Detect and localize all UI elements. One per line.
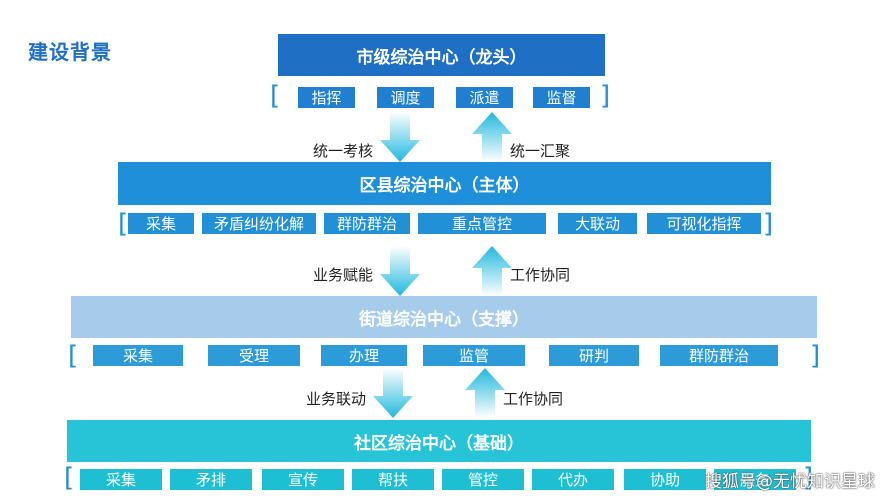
tag-city-dispatch: 派遣 [456,87,513,108]
tag-community-service: 服务 [714,469,796,490]
bracket-close: ] [803,463,814,493]
arrow-up-1 [472,112,512,162]
tag-district-dispute: 矛盾纠纷化解 [202,213,316,234]
label-up-2: 工作协同 [510,266,571,284]
tag-street-supervise: 监管 [423,345,525,366]
tag-community-dispute: 矛排 [170,469,252,490]
tag-community-assist: 帮扶 [352,469,434,490]
arrow-up-3 [465,368,505,418]
street-center-box: 街道综治中心（支撑） [71,296,817,338]
tag-community-collect: 采集 [80,469,162,490]
tag-city-scheduling: 调度 [377,87,434,108]
tag-city-dispatch-command: 指挥 [298,87,355,108]
label-up-1: 统一汇聚 [510,142,571,160]
label-down-2: 业务赋能 [313,266,374,284]
bracket-close: ] [763,209,774,239]
label-down-1: 统一考核 [313,142,374,160]
bracket-close: ] [810,341,821,371]
tag-street-accept: 受理 [208,345,300,366]
bracket-open: [ [64,463,75,493]
tag-street-analyze: 研判 [549,345,639,366]
tag-district-linkage: 大联动 [558,213,637,234]
bracket-open: [ [118,209,129,239]
tag-street-mass-defense: 群防群治 [660,345,778,366]
tag-district-key-control: 重点管控 [418,213,546,234]
arrow-down-2 [380,246,420,296]
arrow-down-3 [373,368,413,418]
tag-district-collect: 采集 [128,213,194,234]
tag-district-mass-defense: 群防群治 [324,213,410,234]
tag-community-proxy: 代办 [532,469,614,490]
city-center-box: 市级综治中心（龙头） [278,34,605,76]
watermark: 搜狐号@无忧知识星球 [705,472,875,492]
district-center-box: 区县综治中心（主体） [118,162,771,205]
page-title: 建设背景 [28,40,112,64]
label-down-3: 业务联动 [306,390,367,408]
arrow-up-2 [472,246,512,296]
arrow-down-1 [380,112,420,162]
tag-street-handle: 办理 [321,345,407,366]
community-center-box: 社区综治中心（基础） [67,420,811,462]
tag-district-visual-command: 可视化指挥 [647,213,761,234]
bracket-open: [ [68,341,79,371]
tag-community-help: 协助 [624,469,706,490]
tag-community-control: 管控 [442,469,524,490]
tag-street-collect: 采集 [93,345,183,366]
tag-city-supervision: 监督 [533,87,590,108]
bracket-close: ] [600,81,611,111]
label-up-3: 工作协同 [503,390,564,408]
tag-community-publicity: 宣传 [262,469,344,490]
bracket-open: [ [270,81,281,111]
